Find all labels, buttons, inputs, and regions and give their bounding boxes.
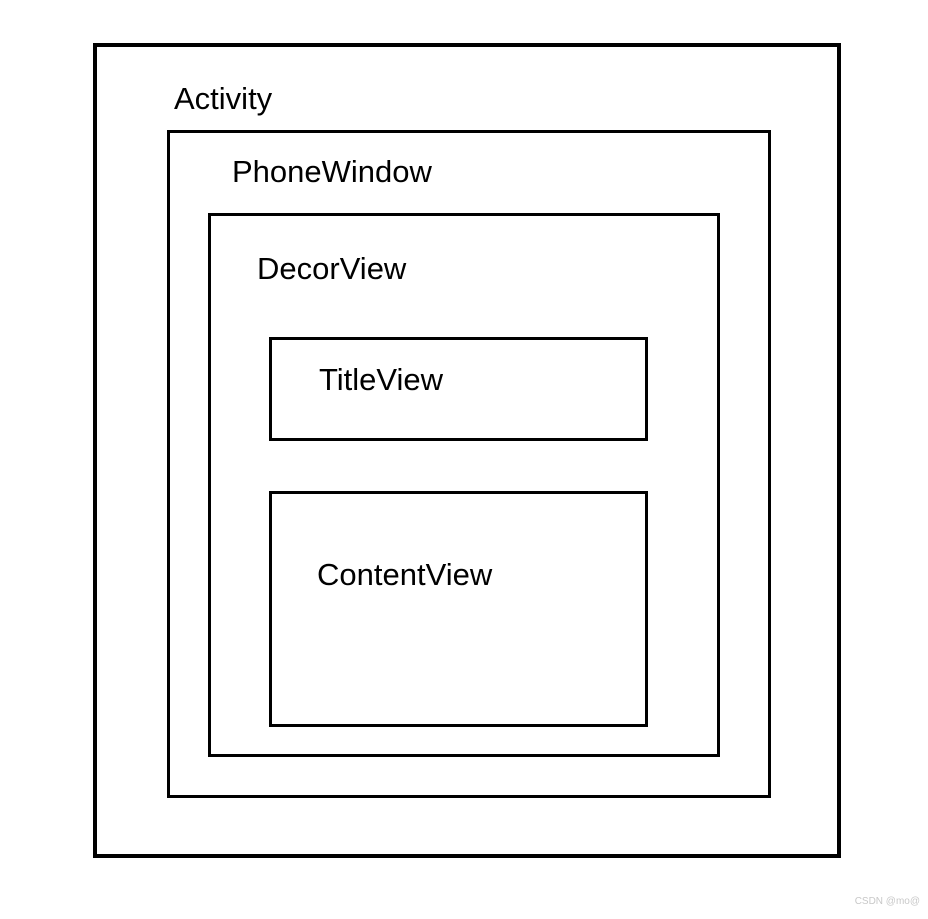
- activity-label: Activity: [174, 81, 273, 116]
- title-view-label: TitleView: [319, 362, 444, 397]
- decor-view-box: DecorView TitleView ContentView: [208, 213, 720, 757]
- phone-window-label: PhoneWindow: [232, 154, 432, 189]
- decor-view-label: DecorView: [257, 251, 407, 286]
- activity-box: Activity PhoneWindow DecorView TitleView…: [93, 43, 841, 858]
- content-view-label: ContentView: [317, 557, 493, 592]
- csdn-watermark: CSDN @mo@: [854, 896, 920, 907]
- phone-window-box: PhoneWindow DecorView TitleView ContentV…: [167, 130, 771, 798]
- content-view-box: ContentView: [269, 491, 648, 727]
- title-view-box: TitleView: [269, 337, 648, 441]
